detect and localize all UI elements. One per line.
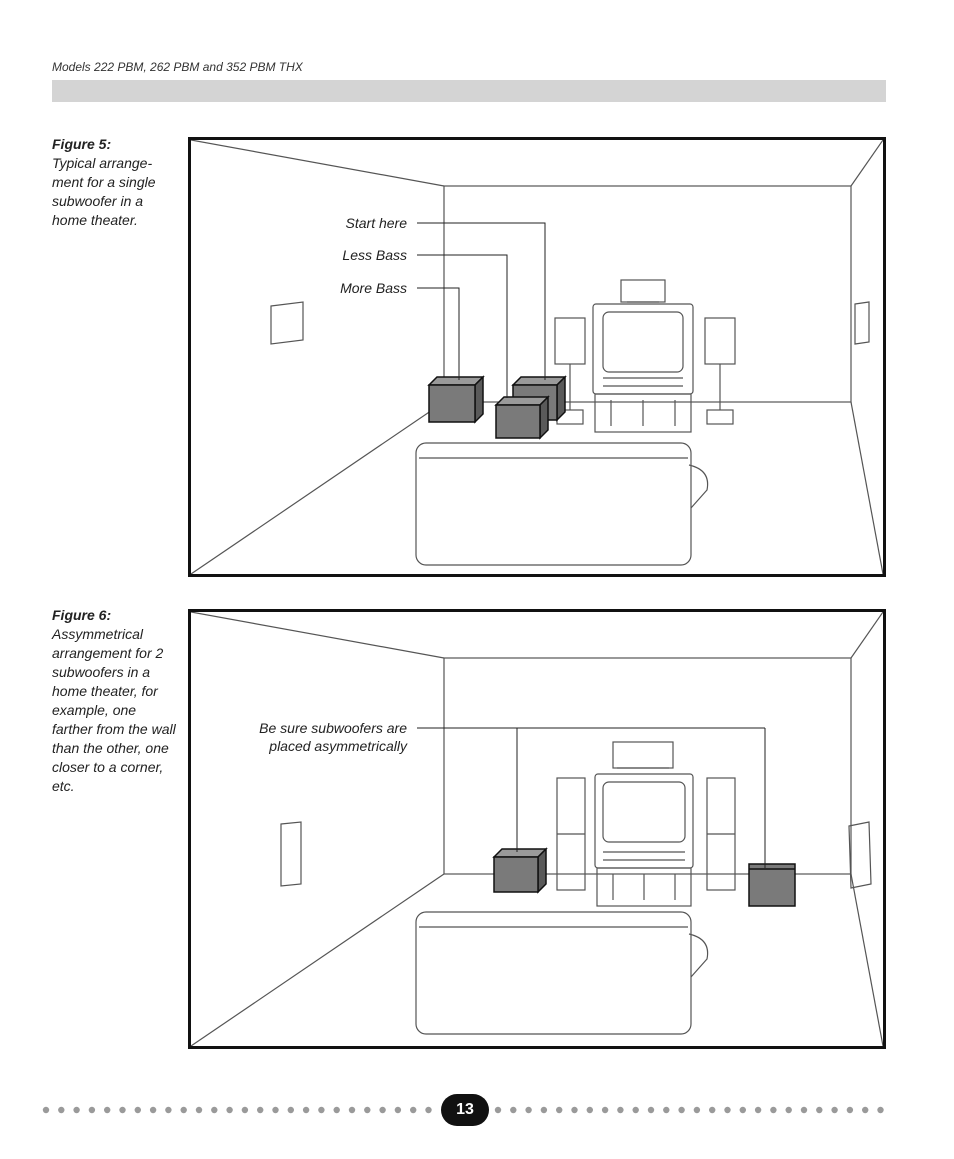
footer-dot: [318, 1106, 325, 1114]
footer-dot: [800, 1106, 808, 1114]
footer-dot: [525, 1106, 532, 1114]
figure6-caption: Assymmetrical arrangement for 2 subwoofe…: [52, 626, 176, 794]
footer-dot: [149, 1106, 157, 1114]
footer-dot: [272, 1106, 279, 1114]
figure5-title: Figure 5:: [52, 136, 112, 152]
footer-dot: [540, 1106, 548, 1114]
footer-dot: [364, 1106, 371, 1114]
footer-dot: [663, 1106, 670, 1114]
subwoofer-left: [493, 856, 539, 893]
footer-dot: [348, 1106, 356, 1114]
footer-dot: [394, 1106, 402, 1114]
footer-dot: [195, 1106, 203, 1114]
footer-dot: [211, 1106, 218, 1114]
subwoofer-more-bass: [428, 384, 476, 423]
footer-dots-right: [494, 1106, 884, 1114]
footer-dots-left: [42, 1106, 432, 1114]
footer-dot: [58, 1106, 65, 1114]
footer-dot: [333, 1106, 340, 1114]
footer-dot: [739, 1106, 746, 1114]
label-start-here: Start here: [345, 215, 407, 231]
figure5-caption: Typical arrange-ment for a single subwoo…: [52, 155, 156, 228]
footer-dot: [104, 1106, 111, 1114]
footer-dot: [601, 1106, 609, 1114]
figure5-room-diagram: Start here Less Bass More Bass: [188, 137, 886, 577]
footer-dot: [831, 1106, 838, 1114]
footer-dot: [88, 1106, 96, 1114]
footer-dot: [754, 1106, 762, 1114]
footer-dot: [586, 1106, 593, 1114]
footer-dot: [632, 1106, 639, 1114]
footer-dot: [494, 1106, 502, 1114]
footer-dot: [846, 1106, 854, 1114]
footer-dot: [510, 1106, 517, 1114]
footer-dot: [724, 1106, 731, 1114]
footer-dot: [42, 1106, 50, 1114]
figure6-svg: [191, 612, 883, 1046]
label-more-bass: More Bass: [340, 280, 407, 296]
figure6-room-diagram: Be sure subwoofers are placed asymmetric…: [188, 609, 886, 1049]
footer-dot: [425, 1106, 432, 1114]
label-less-bass: Less Bass: [342, 247, 407, 263]
figure6-title: Figure 6:: [52, 607, 112, 623]
subwoofer-less-bass: [495, 404, 541, 439]
footer-dot: [647, 1106, 655, 1114]
footer-dot: [816, 1106, 823, 1114]
figure5-svg: [191, 140, 883, 574]
figure5-caption-block: Figure 5: Typical arrange-ment for a sin…: [52, 135, 177, 230]
footer-dot: [379, 1106, 386, 1114]
page-number: 13: [441, 1094, 489, 1126]
label-asymmetric-line1: Be sure subwoofers are: [259, 720, 407, 736]
footer-dot: [241, 1106, 249, 1114]
footer-dot: [180, 1106, 187, 1114]
figure6-caption-block: Figure 6: Assymmetrical arrangement for …: [52, 606, 177, 796]
header-models: Models 222 PBM, 262 PBM and 352 PBM THX: [52, 60, 303, 74]
footer-dot: [257, 1106, 264, 1114]
footer-dot: [134, 1106, 141, 1114]
footer-dot: [571, 1106, 578, 1114]
footer-dot: [693, 1106, 701, 1114]
footer-dot: [287, 1106, 294, 1114]
subwoofer-right-corner: [748, 863, 796, 907]
footer-dot: [770, 1106, 777, 1114]
footer-dot: [119, 1106, 126, 1114]
footer-dot: [862, 1106, 869, 1114]
footer-dot: [410, 1106, 417, 1114]
footer-dot: [165, 1106, 172, 1114]
header-bar: [52, 80, 886, 102]
footer-dot: [302, 1106, 310, 1114]
label-asymmetric: Be sure subwoofers are placed asymmetric…: [259, 719, 407, 755]
footer-dot: [877, 1106, 884, 1114]
footer-dot: [556, 1106, 563, 1114]
footer-dot: [617, 1106, 624, 1114]
label-asymmetric-line2: placed asymmetrically: [269, 738, 407, 754]
footer-dot: [709, 1106, 716, 1114]
footer-dot: [678, 1106, 685, 1114]
footer-dot: [226, 1106, 233, 1114]
footer-dot: [785, 1106, 792, 1114]
footer-dot: [73, 1106, 80, 1114]
